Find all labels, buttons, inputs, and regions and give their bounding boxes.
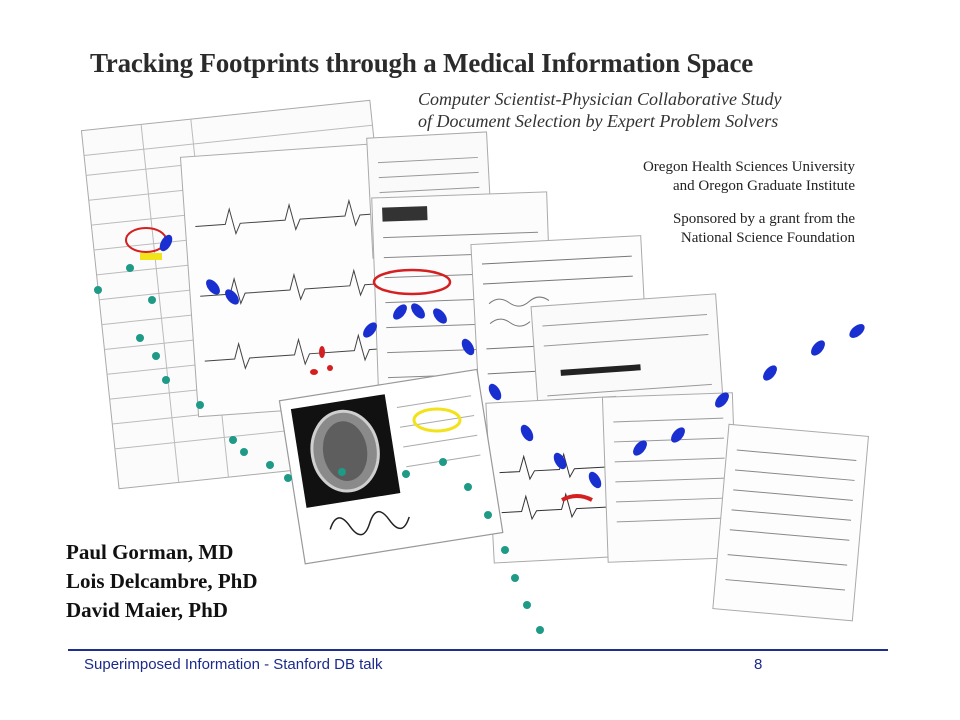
poster-title: Tracking Footprints through a Medical In… bbox=[90, 48, 754, 78]
sponsor-line-1: Sponsored by a grant from the bbox=[672, 211, 855, 227]
author-name: David Maier, PhD bbox=[66, 598, 228, 622]
footer-divider bbox=[68, 649, 888, 651]
document-orders bbox=[601, 392, 739, 563]
red-highlight-circle bbox=[372, 268, 452, 296]
sponsor-line-2: National Science Foundation bbox=[680, 230, 855, 246]
document-ct-scan bbox=[278, 368, 504, 565]
yellow-highlight-mark bbox=[140, 253, 162, 260]
red-marks bbox=[310, 346, 333, 375]
yellow-highlight-circle bbox=[412, 407, 462, 433]
institution-line-1: Oregon Health Sciences University bbox=[642, 159, 855, 175]
poster-subtitle: Computer Scientist-Physician Collaborati… bbox=[418, 88, 858, 132]
institution-line-2: and Oregon Graduate Institute bbox=[672, 178, 855, 194]
red-underline bbox=[561, 494, 593, 502]
teal-footprints bbox=[94, 264, 544, 634]
subtitle-line-1: Computer Scientist-Physician Collaborati… bbox=[418, 89, 782, 109]
poster: Tracking Footprints through a Medical In… bbox=[60, 30, 900, 640]
footer-talk-title: Superimposed Information - Stanford DB t… bbox=[84, 656, 383, 673]
institution: Oregon Health Sciences University and Or… bbox=[643, 158, 855, 196]
document-discharge bbox=[712, 423, 869, 622]
authors-list: Paul Gorman, MD Lois Delcambre, PhD Davi… bbox=[66, 538, 258, 625]
sponsor: Sponsored by a grant from the National S… bbox=[673, 210, 855, 248]
author-name: Lois Delcambre, PhD bbox=[66, 569, 258, 593]
slide-number: 8 bbox=[754, 656, 763, 673]
blue-footprints bbox=[159, 234, 865, 489]
subtitle-line-2: of Document Selection by Expert Problem … bbox=[418, 111, 779, 131]
author-name: Paul Gorman, MD bbox=[66, 540, 234, 564]
